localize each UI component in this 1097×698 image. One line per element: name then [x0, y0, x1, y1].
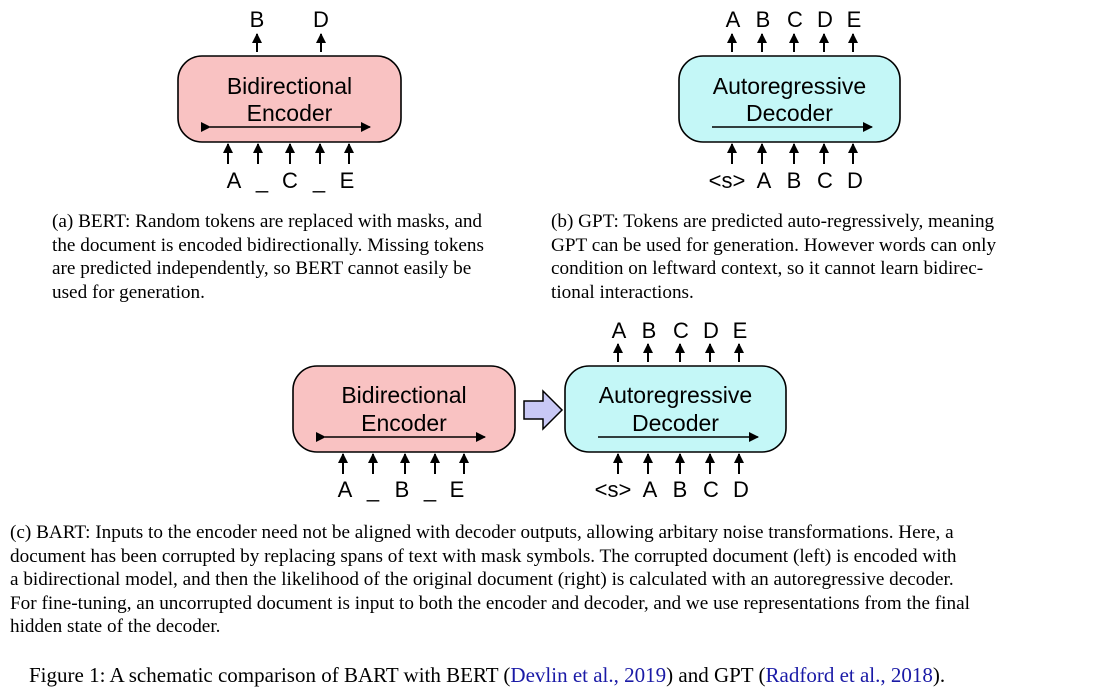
output-token: A — [612, 318, 627, 343]
bert-encoder-box — [177, 55, 402, 143]
caption-line: GPT can be used for generation. However … — [551, 234, 997, 256]
output-token: B — [642, 318, 657, 343]
figure-caption-suffix: ). — [932, 663, 946, 687]
caption-bart: (c) BART: Inputs to the encoder need not… — [10, 521, 1068, 639]
gpt-decoder-label-line2: Decoder — [746, 100, 833, 126]
bart-decoder-label-line2: Decoder — [632, 410, 719, 436]
output-token: B — [756, 7, 771, 32]
bert-encoder-label-line1: Bidirectional — [227, 73, 352, 99]
caption-line: a bidirectional model, and then the like… — [10, 569, 954, 591]
caption-line: the document is encoded bidirectionally.… — [52, 234, 484, 256]
input-token: <s> — [709, 168, 746, 193]
input-token: D — [733, 477, 749, 502]
output-token: D — [817, 7, 833, 32]
caption-line: tional interactions. — [551, 281, 694, 303]
input-token: B — [395, 477, 410, 502]
input-token: _ — [366, 477, 380, 502]
output-token: C — [673, 318, 689, 343]
encoder-to-decoder-arrow — [523, 389, 564, 431]
citation-link-devlin[interactable]: Devlin et al., 2019 — [510, 663, 667, 687]
diagram-canvas: Bidirectional Encoder B D A _ C _ E Auto… — [177, 7, 901, 502]
bart-decoder-label-line1: Autoregressive — [599, 382, 752, 408]
caption-gpt: (b) GPT: Tokens are predicted auto-regre… — [551, 210, 1027, 304]
caption-line: document has been corrupted by replacing… — [10, 545, 957, 567]
output-arrows — [727, 33, 858, 52]
output-token: D — [313, 7, 329, 32]
input-token: _ — [255, 168, 269, 193]
input-token: A — [338, 477, 353, 502]
input-token: B — [787, 168, 802, 193]
caption-line: (b) GPT: Tokens are predicted auto-regre… — [551, 211, 995, 232]
input-token: B — [673, 477, 688, 502]
input-token: E — [340, 168, 355, 193]
input-token: A — [757, 168, 772, 193]
input-token: C — [282, 168, 298, 193]
bart-encoder-label-line1: Bidirectional — [341, 382, 466, 408]
caption-line: hidden state of the decoder. — [10, 616, 221, 638]
citation-link-radford[interactable]: Radford et al., 2018 — [765, 663, 933, 687]
figure-caption: Figure 1: A schematic comparison of BART… — [29, 663, 945, 688]
output-token: E — [733, 318, 748, 343]
bart-diagram: Bidirectional Encoder A _ B _ E Autoregr… — [292, 318, 787, 502]
gpt-diagram: Autoregressive Decoder A B C D E <s> A B… — [678, 7, 901, 193]
bart-encoder-box — [292, 365, 516, 453]
input-token: A — [643, 477, 658, 502]
input-token: _ — [423, 477, 437, 502]
caption-line: condition on leftward context, so it can… — [551, 258, 984, 280]
bert-encoder-label-line2: Encoder — [247, 100, 333, 126]
input-token: C — [703, 477, 719, 502]
output-token: A — [726, 7, 741, 32]
gpt-decoder-box — [678, 55, 901, 143]
input-token: _ — [312, 168, 326, 193]
caption-line: (c) BART: Inputs to the encoder need not… — [10, 522, 954, 543]
caption-bert: (a) BERT: Random tokens are replaced wit… — [52, 210, 528, 304]
input-token: E — [450, 477, 465, 502]
figure-caption-middle: ) and GPT ( — [666, 663, 766, 687]
output-token: D — [703, 318, 719, 343]
bart-decoder-box — [564, 365, 787, 453]
bert-diagram: Bidirectional Encoder B D A _ C _ E — [177, 7, 402, 193]
bart-encoder-label-line2: Encoder — [361, 410, 447, 436]
gpt-decoder-label-line1: Autoregressive — [713, 73, 866, 99]
caption-line: (a) BERT: Random tokens are replaced wit… — [52, 211, 483, 232]
output-token: B — [250, 7, 265, 32]
output-token: E — [847, 7, 862, 32]
output-token: C — [787, 7, 803, 32]
input-token: A — [227, 168, 242, 193]
figure-caption-prefix: Figure 1: A schematic comparison of BART… — [29, 663, 511, 687]
input-token: C — [817, 168, 833, 193]
caption-line: are predicted independently, so BERT can… — [52, 258, 472, 280]
input-token: <s> — [595, 477, 632, 502]
caption-line: For fine-tuning, an uncorrupted document… — [10, 592, 970, 614]
caption-line: used for generation. — [52, 281, 205, 303]
input-token: D — [847, 168, 863, 193]
